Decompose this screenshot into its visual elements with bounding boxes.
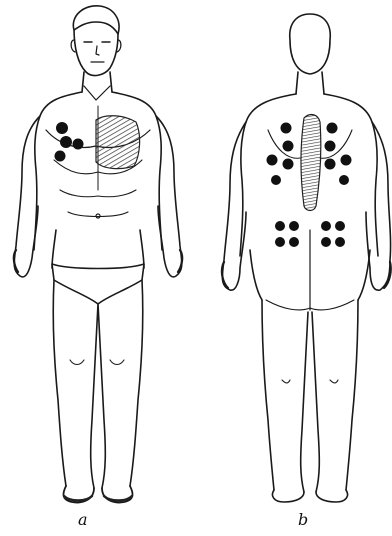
- front-hatched-region: [96, 116, 140, 169]
- back-right-arm: [366, 122, 391, 290]
- back-head: [290, 14, 331, 74]
- back-legs: [262, 300, 358, 492]
- front-legs: [53, 280, 143, 488]
- front-hair: [73, 6, 119, 34]
- front-markers: [55, 122, 84, 162]
- back-hatched-spine: [301, 115, 321, 211]
- panel-label-b: b: [298, 510, 308, 529]
- panel-label-a: a: [78, 510, 88, 529]
- front-briefs: [52, 264, 144, 304]
- back-figure: [222, 14, 391, 502]
- back-feet: [272, 490, 347, 502]
- front-figure: [14, 6, 182, 503]
